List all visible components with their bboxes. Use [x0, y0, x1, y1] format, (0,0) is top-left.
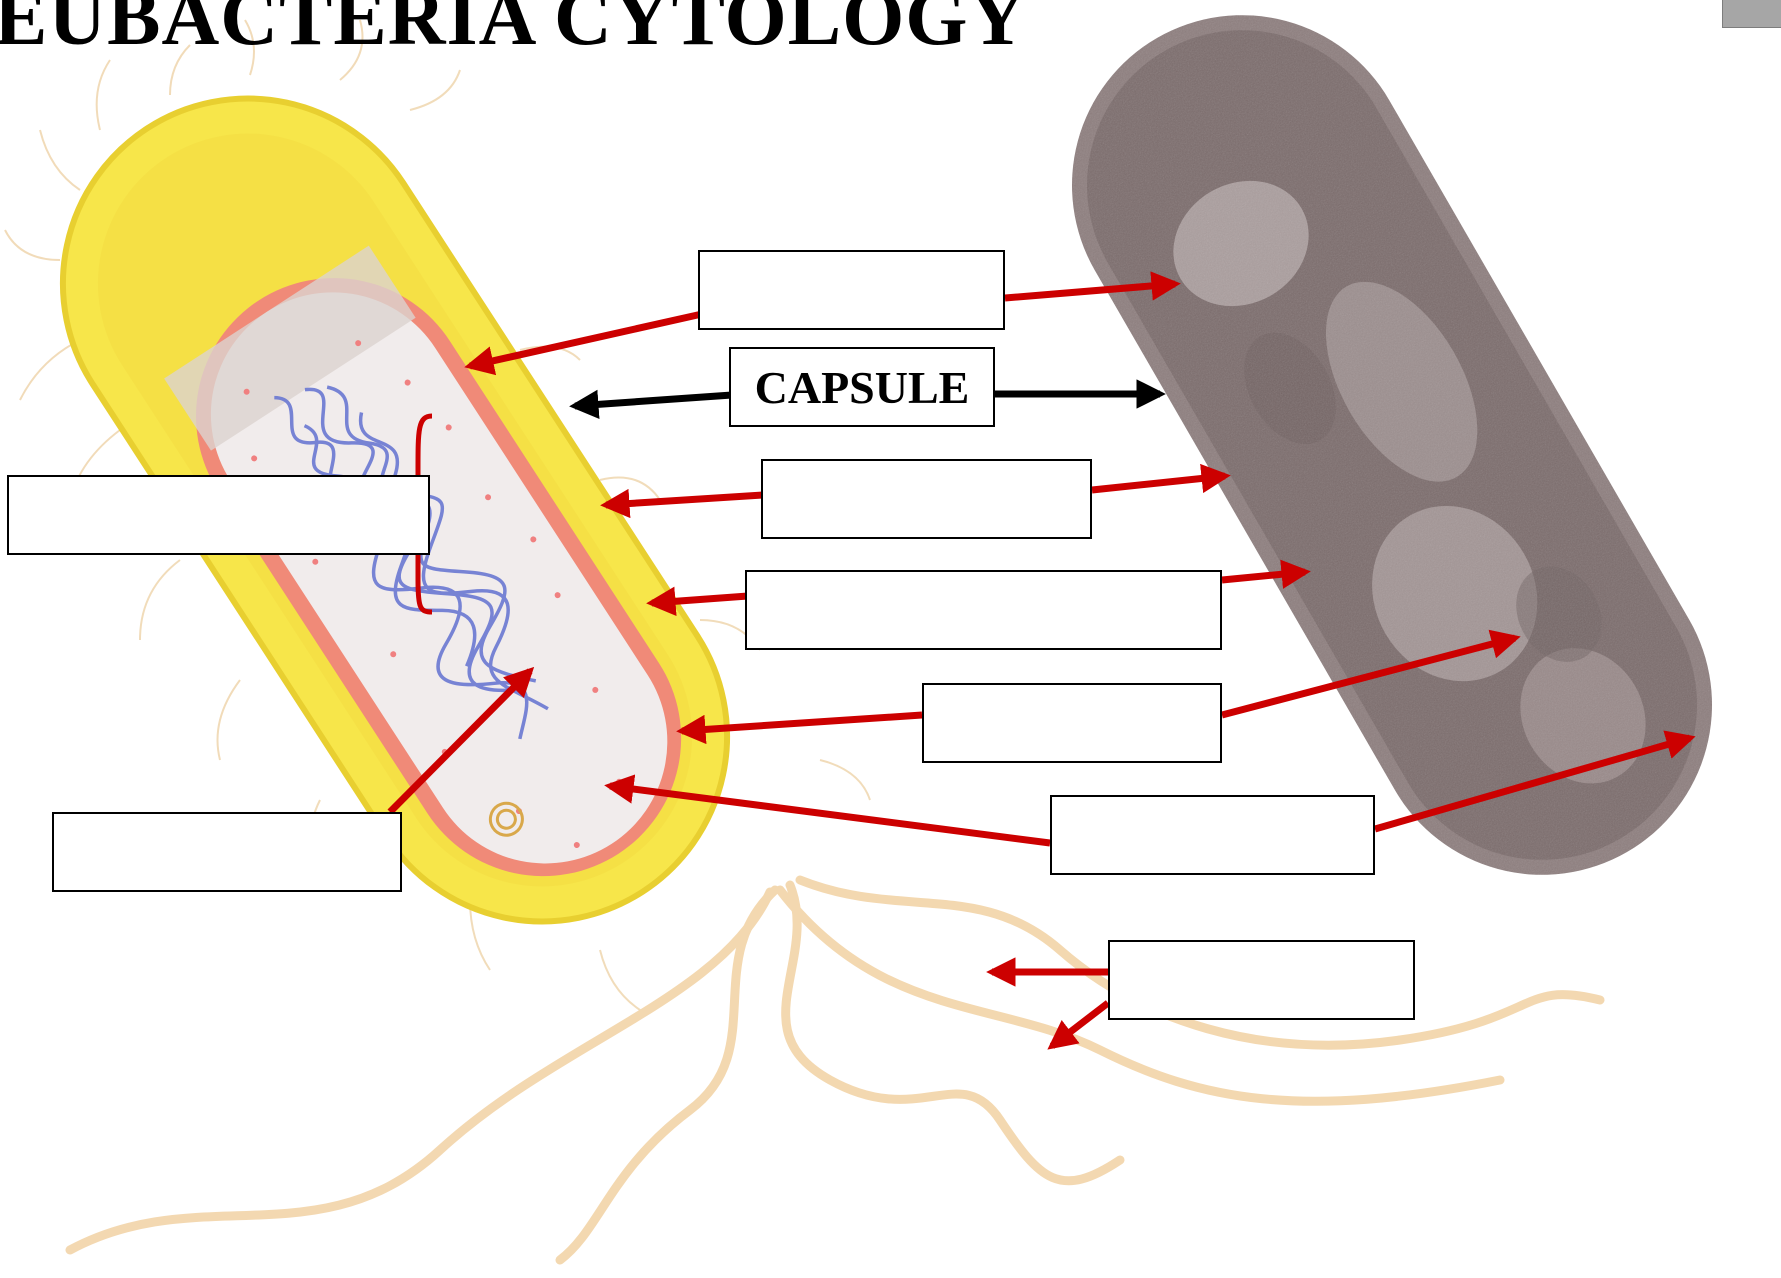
label-box-cell-membrane[interactable]	[745, 570, 1222, 650]
label-box-left-upper[interactable]	[7, 475, 430, 555]
label-box-flagella[interactable]	[1108, 940, 1415, 1020]
label-box-left-lower[interactable]	[52, 812, 402, 892]
flagella	[70, 880, 1600, 1260]
arrow-wall-right	[1092, 476, 1225, 490]
arrow-capsule-left	[575, 395, 732, 406]
label-box-mesosome[interactable]	[1050, 795, 1375, 875]
corner-button[interactable]	[1722, 0, 1781, 28]
page-title: EUBACTERIA CYTOLOGY	[0, 0, 1027, 58]
label-box-top[interactable]	[698, 250, 1005, 330]
label-box-cell-wall[interactable]	[761, 459, 1092, 539]
label-box-nucleoid[interactable]	[922, 683, 1222, 763]
arrow-wall-left	[606, 495, 763, 505]
label-box-capsule[interactable]: CAPSULE	[729, 347, 995, 427]
